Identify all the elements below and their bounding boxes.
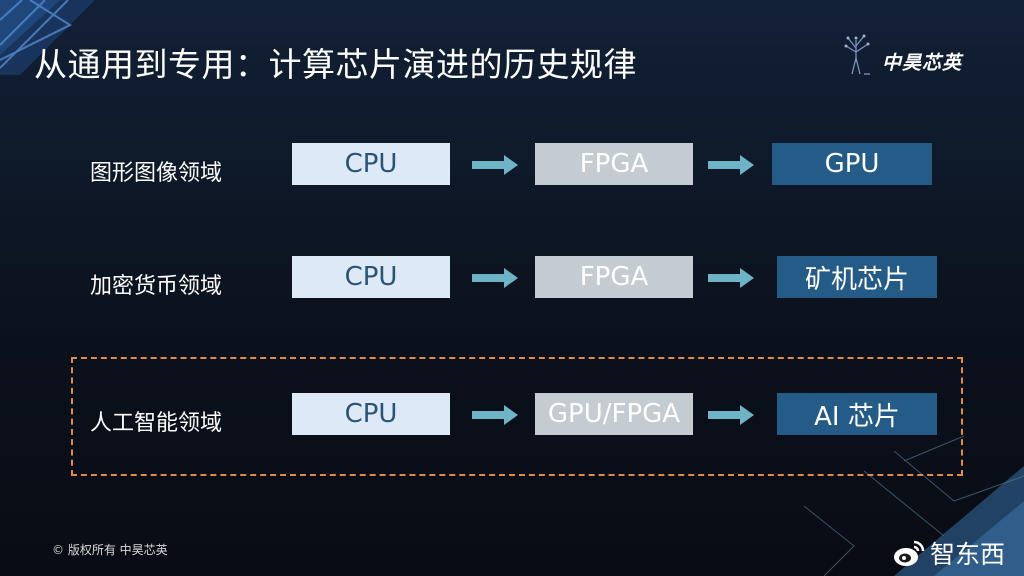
arrow-right-icon [472,155,518,175]
copyright-text: © 版权所有 中昊芯英 [52,543,168,557]
arrow-right-icon [472,405,518,425]
watermark: 智东西 [892,535,1005,571]
stage-3-box: AI 芯片 [777,393,937,435]
row-label: 加密货币领域 [90,274,223,299]
corner-decoration-bottom [803,435,1024,576]
stage-1-box: CPU [292,256,450,298]
slide-title: 从通用到专用：计算芯片演进的历史规律 [34,45,637,84]
stage-1-box: CPU [292,393,450,435]
stage-3-box: GPU [772,143,932,185]
arrow-right-icon [708,155,754,175]
stage-1-box: CPU [292,143,450,185]
row-label: 人工智能领域 [90,411,223,436]
watermark-text: 智东西 [930,540,1006,569]
stage-3-box: 矿机芯片 [777,256,937,298]
arrow-right-icon [708,268,754,288]
row-label: 图形图像领域 [90,161,223,186]
company-logo: 中昊芯英 [842,30,982,78]
stage-2-box: FPGA [535,143,693,185]
logo-text: 中昊芯英 [882,52,963,74]
arrow-right-icon [708,405,754,425]
row-ai: 人工智能领域 CPU GPU/FPGA AI 芯片 [0,393,1024,443]
stage-2-box: GPU/FPGA [535,393,693,435]
arrow-right-icon [472,268,518,288]
highlight-frame-ai [71,357,963,476]
weibo-icon [894,540,925,566]
row-crypto: 加密货币领域 CPU FPGA 矿机芯片 [0,256,1024,306]
stage-2-box: FPGA [535,256,693,298]
corner-decoration [0,0,95,75]
row-graphics: 图形图像领域 CPU FPGA GPU [0,143,1024,193]
chip-tree-icon [844,34,870,75]
